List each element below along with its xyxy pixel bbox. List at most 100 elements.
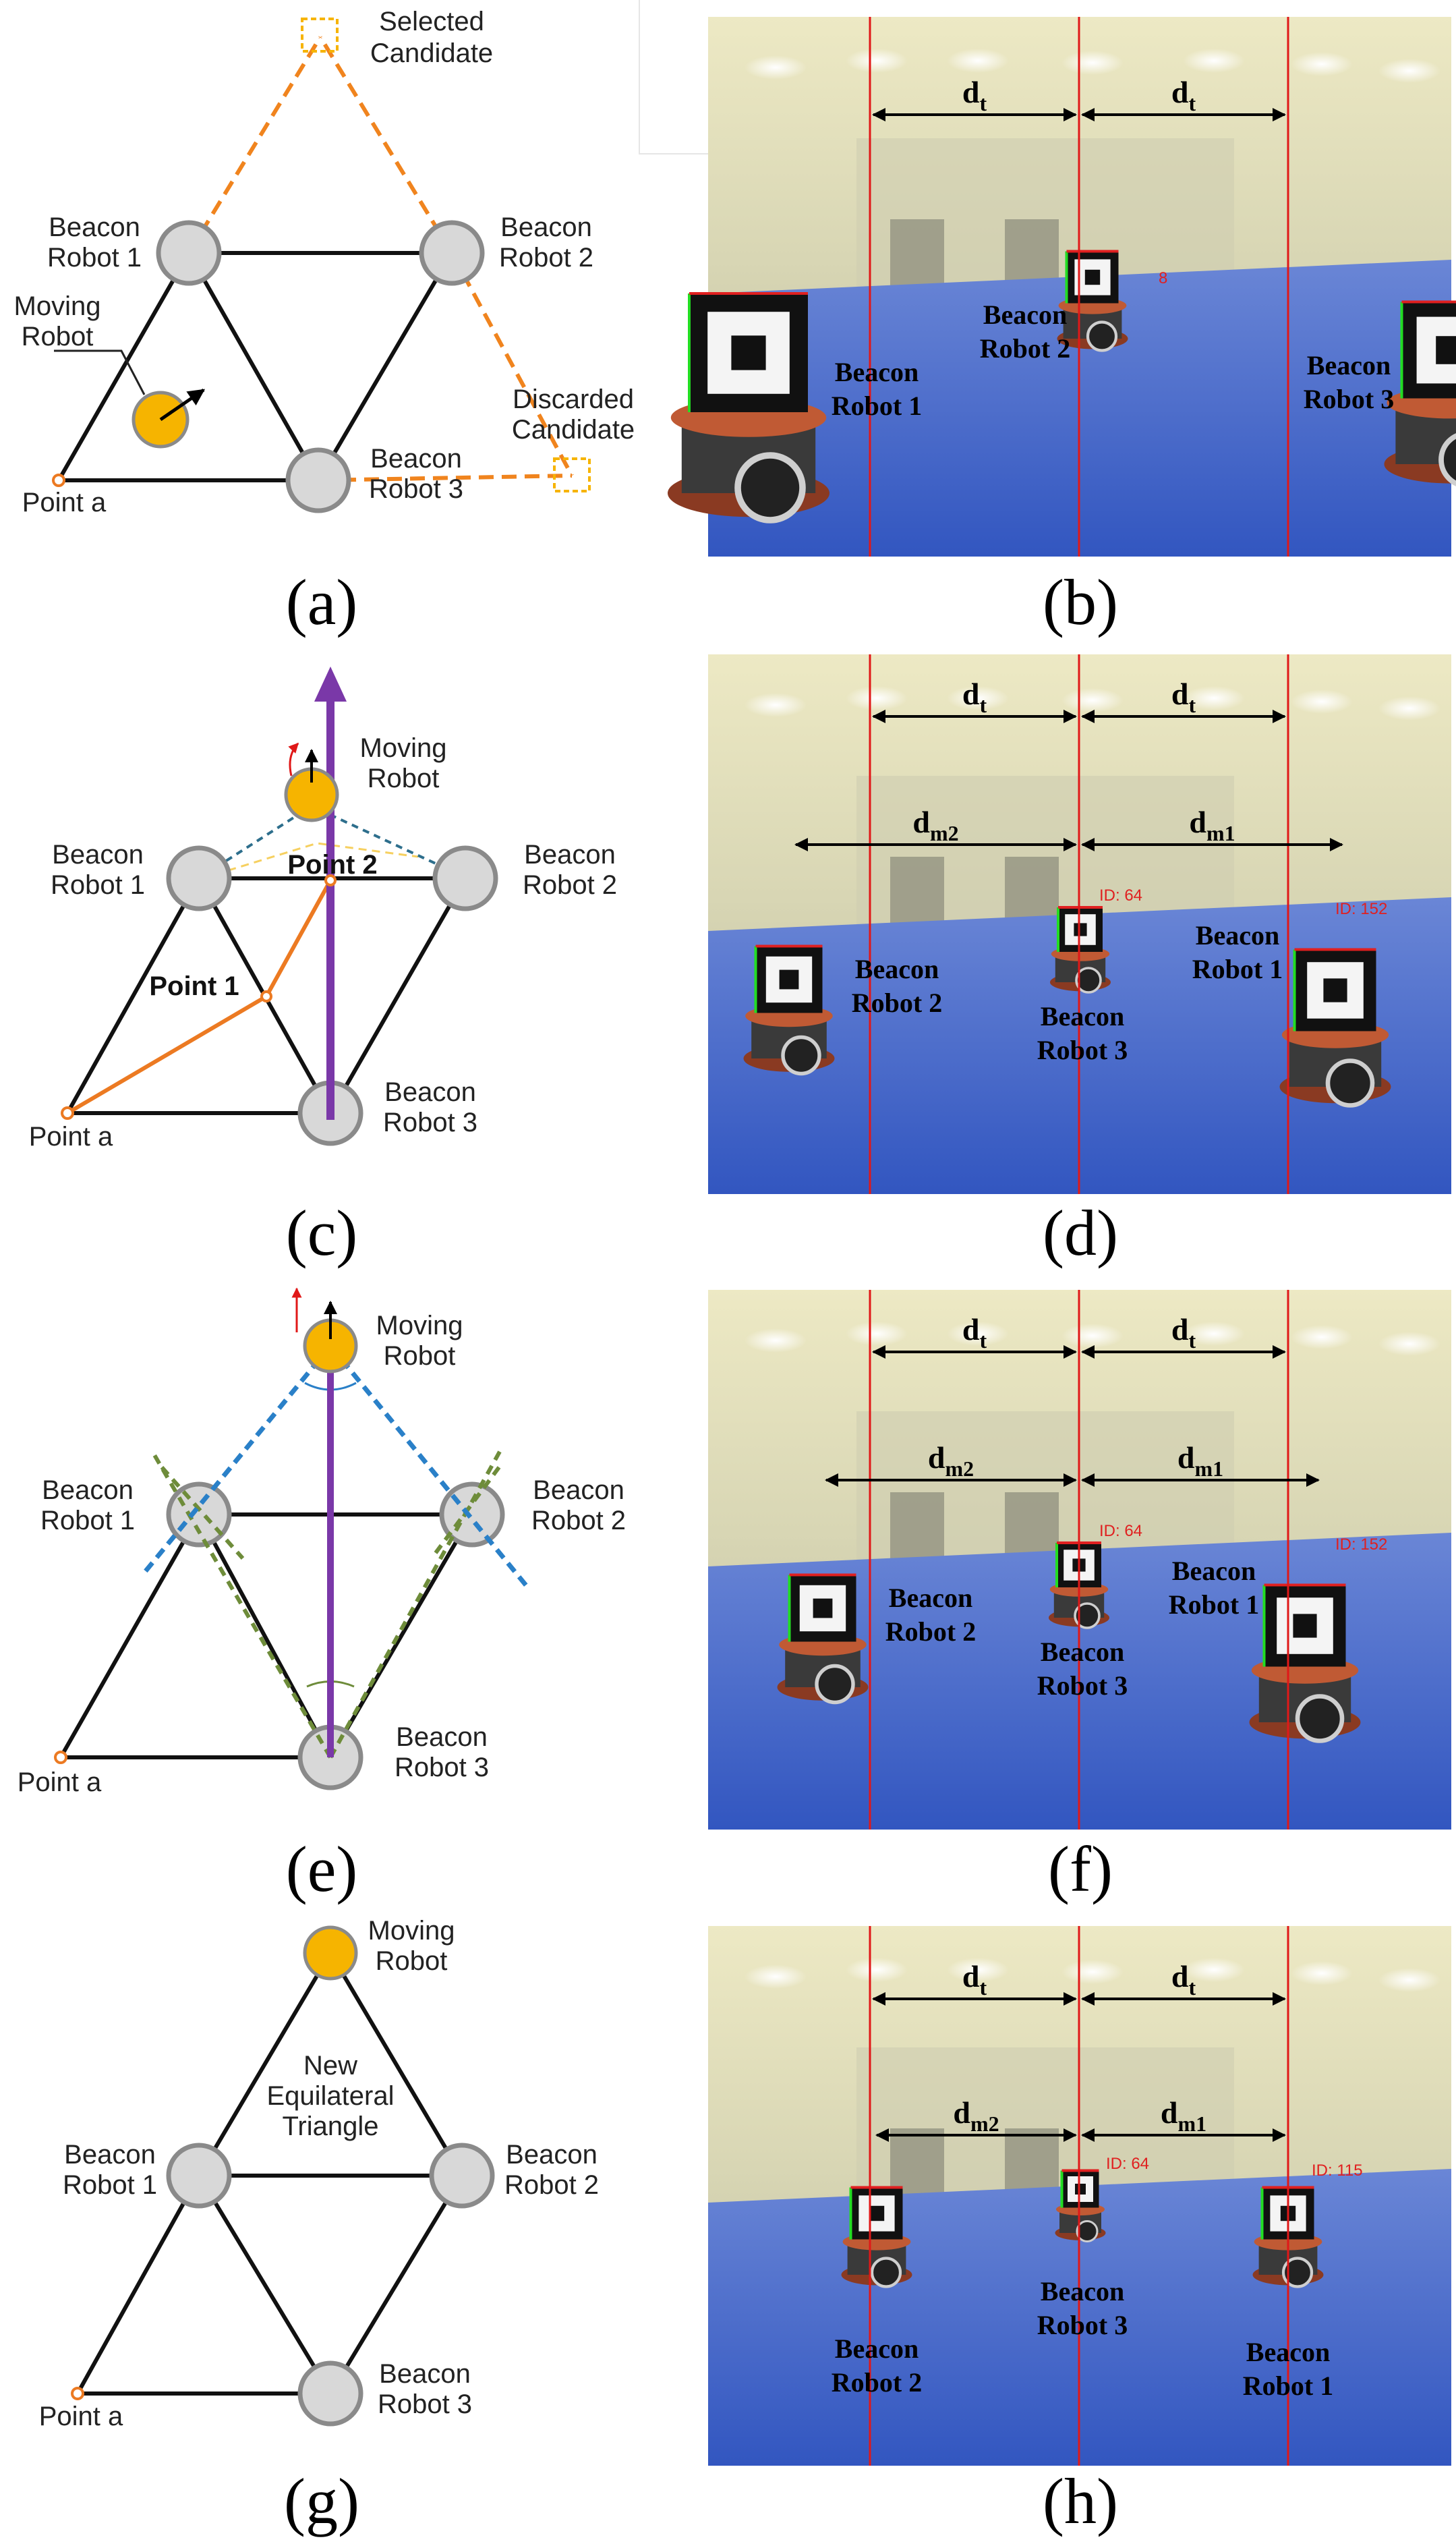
beacon_robot_2-photo-label: Beacon <box>835 2333 919 2364</box>
a-beacon-2-label-2: Robot 2 <box>499 243 593 273</box>
caption-e: (e) <box>286 1833 358 1905</box>
ceiling-light <box>1378 1968 1440 1992</box>
beacon_robot_3-photo-label: Beacon <box>1307 350 1391 380</box>
beacon-robot-figure <box>1384 300 1456 486</box>
c-axis-arrowhead <box>314 667 347 702</box>
robot-wheel <box>1325 1058 1375 1108</box>
ceiling-light <box>947 1958 1009 1982</box>
beacon_robot_2-photo-label: Beacon <box>983 300 1067 330</box>
caption-b: (b) <box>1043 566 1118 638</box>
dt-label-left: dt <box>962 75 987 115</box>
ceiling-light <box>745 1328 807 1353</box>
beacon_robot_3-photo-label-2: Robot 3 <box>1037 1035 1128 1065</box>
beacon_robot_3-photo-label-2: Robot 3 <box>1304 384 1394 414</box>
ceiling-light <box>1291 1325 1353 1349</box>
e-beacon-2-label-2: Robot 2 <box>531 1506 626 1535</box>
g-beacon-robot-2-node <box>429 2143 495 2209</box>
ceiling-light <box>1378 696 1440 720</box>
ceiling-light <box>947 49 1009 73</box>
g-beacon-2-label-2: Robot 2 <box>504 2170 599 2200</box>
dm1-label: dm1 <box>1189 805 1235 845</box>
door <box>890 219 944 293</box>
beacon_robot_1-photo-label-2: Robot 1 <box>1192 954 1283 984</box>
beacon_robot_3-photo-label: Beacon <box>1041 1637 1124 1667</box>
a-moving-label: Moving <box>14 291 101 321</box>
beacon_robot_3-photo-label-2: Robot 3 <box>1037 1670 1128 1701</box>
beacon_robot_2-photo-label-2: Robot 2 <box>832 2367 922 2398</box>
g-point-a-label: Point a <box>39 2402 123 2431</box>
c-point-1-label: Point 1 <box>149 971 239 1001</box>
marker-id-tag: ID: 64 <box>1099 886 1142 905</box>
a-beacon-1-label: Beacon <box>49 213 140 242</box>
g-point-a-marker <box>71 2387 84 2400</box>
c-beacon-robot-1-node <box>166 845 232 911</box>
robot-wheel <box>870 2257 902 2288</box>
c-rotation-arrow <box>288 742 299 776</box>
a-discarded-label-2: Candidate <box>512 415 635 445</box>
moving-robot-leader <box>54 349 146 395</box>
ceiling-light <box>1378 1332 1440 1356</box>
aruco-center <box>1084 269 1101 285</box>
ceiling-light <box>1061 688 1124 712</box>
e-beacon-3-label-2: Robot 3 <box>395 1753 489 1782</box>
marker-id-tag: ID: 115 <box>1312 2161 1363 2180</box>
aruco-center <box>731 335 766 370</box>
caption-d: (d) <box>1043 1197 1118 1269</box>
robot-wheel <box>1075 967 1102 994</box>
ceiling-light <box>1183 686 1245 710</box>
ceiling-light <box>745 1964 807 1989</box>
e-beacon-1-label-2: Robot 1 <box>40 1506 135 1535</box>
caption-a: (a) <box>286 566 358 638</box>
beacon-robot-figure <box>1249 1583 1361 1743</box>
ceiling-light <box>745 55 807 80</box>
dm2-label: dm2 <box>928 1440 974 1481</box>
robot-wheel <box>1438 433 1456 486</box>
caption-g: (g) <box>284 2465 359 2537</box>
robot-wheel <box>815 1664 855 1705</box>
dm1-label: dm1 <box>1177 1440 1223 1481</box>
beacon-robot-figure <box>1057 250 1128 352</box>
c-point-2-label: Point 2 <box>287 850 377 880</box>
beacon_robot_1-photo-label: Beacon <box>1172 1556 1256 1586</box>
heading-arrow <box>159 388 206 422</box>
beacon-robot-figure <box>777 1573 869 1705</box>
c-point-a-label: Point a <box>29 1122 113 1152</box>
beacon_robot_2-photo-label: Beacon <box>855 954 939 984</box>
ceiling-light <box>1291 689 1353 714</box>
a-point-a-label: Point a <box>22 488 107 517</box>
dt-label-left: dt <box>962 677 987 717</box>
ceiling-light <box>846 686 908 710</box>
c-beacon-3-label-2: Robot 3 <box>383 1108 477 1137</box>
c-point-1-marker <box>260 990 272 1002</box>
beacon-robot-figure <box>841 2186 912 2288</box>
g-new-triangle-label-2: Equilateral <box>266 2081 394 2111</box>
triangle-edges <box>57 251 454 482</box>
ceiling-light <box>947 686 1009 710</box>
e-point-a-marker <box>54 1751 67 1764</box>
g-beacon-1-label: Beacon <box>64 2140 156 2170</box>
robot-wheel <box>1086 320 1118 352</box>
aruco-center <box>1436 336 1456 364</box>
a-beacon-1-label-2: Robot 1 <box>47 243 142 273</box>
beacon-robot-figure <box>743 944 835 1076</box>
caption-h: (h) <box>1043 2465 1118 2537</box>
ceiling-light <box>1183 1322 1245 1346</box>
beacon_robot_2-photo-label: Beacon <box>889 1583 972 1613</box>
robot-wheel <box>1281 2257 1314 2288</box>
e-beacon-robot-1-node <box>166 1481 232 1548</box>
c-beacon-1-label: Beacon <box>52 840 144 870</box>
ceiling-light <box>947 1322 1009 1346</box>
dt-label-left: dt <box>962 1959 987 2000</box>
e-moving-label-2: Robot <box>384 1341 456 1371</box>
e-triangle-edges <box>59 1512 474 1759</box>
ceiling-light <box>1061 1960 1124 1984</box>
ceiling-light <box>846 49 908 73</box>
robot-wheel <box>734 452 806 523</box>
ceiling-light <box>1291 52 1353 76</box>
c-moving-label: Moving <box>360 733 447 763</box>
selected-candidate-label-2: Candidate <box>370 38 493 68</box>
panel-g: Moving Robot New Equilateral Triangle Be… <box>39 1916 599 2537</box>
c-beacon-1-label-2: Robot 1 <box>51 870 145 900</box>
